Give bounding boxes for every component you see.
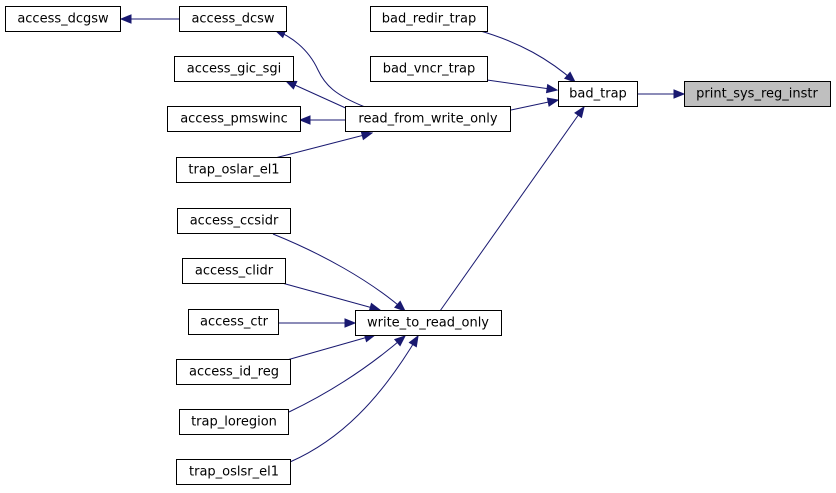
node-label: trap_oslar_el1 [188,163,279,178]
node-label: bad_redir_trap [382,12,476,27]
node-access_dcsw[interactable]: access_dcsw [179,6,287,32]
node-label: bad_trap [569,87,627,102]
node-label: read_from_write_only [358,112,498,127]
edge-write_to_read_only-to-trap_loregion [288,336,405,413]
node-access_dcgsw[interactable]: access_dcgsw [5,6,121,32]
node-access_ctr[interactable]: access_ctr [188,309,279,335]
node-access_id_reg[interactable]: access_id_reg [176,359,291,385]
node-bad_vncr_trap[interactable]: bad_vncr_trap [370,56,488,82]
node-label: access_clidr [195,264,274,279]
edge-read_from_write_only-to-access_dcsw [275,30,366,108]
edge-bad_trap-to-bad_vncr_trap [486,79,557,90]
node-access_ccsidr[interactable]: access_ccsidr [177,208,291,234]
node-trap_loregion[interactable]: trap_loregion [179,409,289,435]
node-write_to_read_only[interactable]: write_to_read_only [355,310,502,336]
node-label: print_sys_reg_instr [696,87,818,102]
node-access_clidr[interactable]: access_clidr [182,258,286,284]
edge-read_from_write_only-to-trap_oslar_el1 [274,133,372,159]
nodes: access_dcgsw access_dcsw bad_redir_trap … [5,6,831,485]
node-label: access_dcsw [191,12,274,27]
node-trap_oslar_el1[interactable]: trap_oslar_el1 [176,157,291,183]
node-print_sys_reg_instr[interactable]: print_sys_reg_instr [684,81,831,107]
node-label: bad_vncr_trap [383,62,476,77]
node-label: access_gic_sgi [187,62,281,77]
edges [121,19,684,463]
node-label: access_dcgsw [17,12,109,27]
edge-read_from_write_only-to-access_gic_sgi [286,81,351,111]
node-access_gic_sgi[interactable]: access_gic_sgi [174,56,294,82]
node-bad_redir_trap[interactable]: bad_redir_trap [370,6,488,32]
edge-write_to_read_only-to-access_id_reg [286,335,375,361]
node-label: access_id_reg [189,365,279,380]
edge-bad_trap-to-bad_redir_trap [476,29,575,82]
node-label: trap_loregion [191,415,277,430]
node-label: access_ccsidr [190,214,279,229]
node-read_from_write_only[interactable]: read_from_write_only [345,106,511,132]
edge-write_to_read_only-to-trap_oslsr_el1 [289,336,418,463]
node-label: access_ctr [200,315,269,330]
edge-write_to_read_only-to-access_clidr [281,282,380,310]
node-trap_oslsr_el1[interactable]: trap_oslsr_el1 [176,459,291,485]
edge-write_to_read_only-to-bad_trap [439,107,584,312]
node-access_pmswinc[interactable]: access_pmswinc [167,106,301,132]
edge-write_to_read_only-to-access_ccsidr [272,233,405,311]
node-label: write_to_read_only [367,316,489,331]
node-label: trap_oslsr_el1 [189,465,279,480]
node-label: access_pmswinc [180,112,288,127]
edge-read_from_write_only-to-bad_trap [510,100,558,111]
node-bad_trap[interactable]: bad_trap [558,81,638,107]
